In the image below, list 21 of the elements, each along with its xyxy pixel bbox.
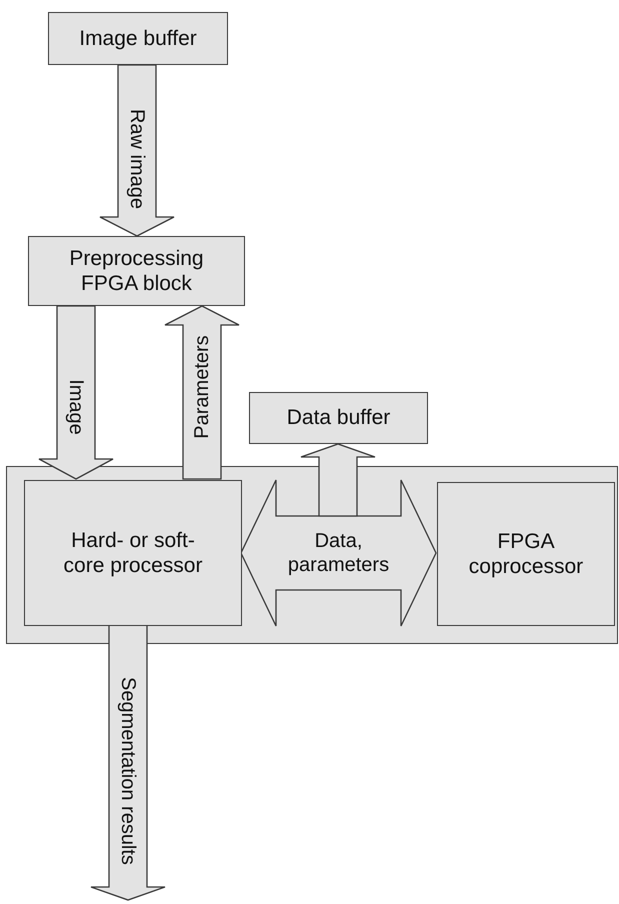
edge-label: Image — [64, 378, 88, 434]
box-label: Hard- or soft-core processor — [62, 528, 204, 578]
block-arrow — [99, 64, 175, 237]
process-box — [24, 480, 242, 626]
box-label: Data buffer — [286, 405, 390, 431]
edge-label: Parameters — [190, 334, 214, 438]
block-arrow — [164, 305, 240, 480]
block-arrow — [240, 479, 437, 627]
edge-label: Raw image — [125, 108, 149, 209]
block-arrow — [38, 305, 114, 480]
process-box — [28, 236, 245, 306]
box-label: Preprocessing FPGA block — [68, 246, 205, 296]
block-arrow — [90, 624, 166, 901]
box-label: Image buffer — [79, 26, 197, 52]
edge-label: Segmentation results — [116, 676, 140, 864]
process-box — [249, 392, 428, 444]
edge-label: Data, parameters — [286, 529, 390, 577]
process-box — [437, 482, 615, 626]
block-arrow — [300, 443, 376, 517]
box-label: FPGA coprocessor — [468, 528, 584, 580]
process-box — [48, 12, 228, 65]
